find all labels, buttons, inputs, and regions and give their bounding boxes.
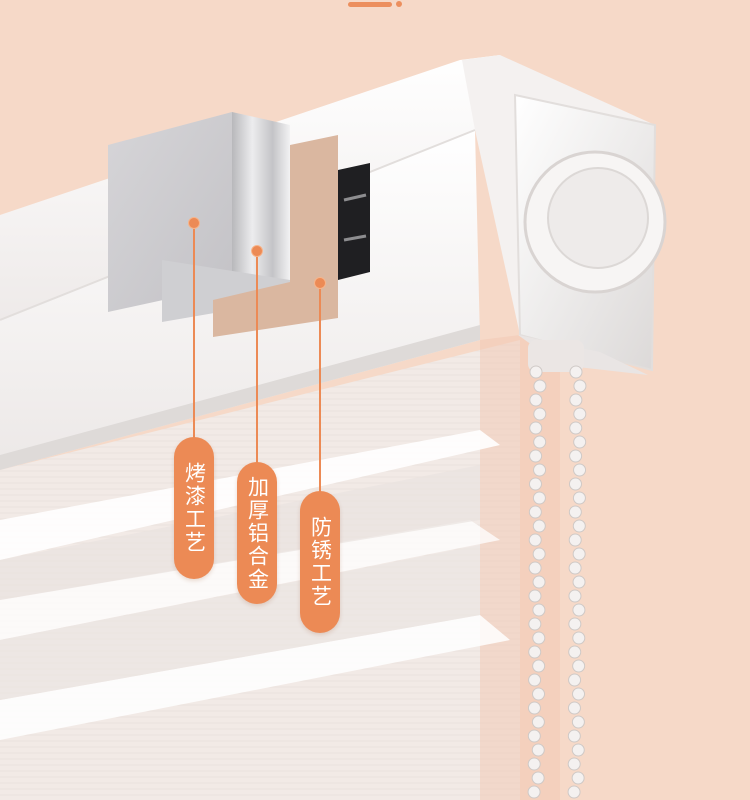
chain-bead — [571, 771, 585, 785]
chain-bead — [527, 701, 541, 715]
lead-dot-anti-rust — [314, 277, 326, 289]
chain-bead — [568, 617, 582, 631]
chain-bead — [532, 631, 546, 645]
chain-bead — [527, 785, 541, 799]
chain-bead — [573, 463, 587, 477]
chain-bead — [528, 477, 542, 491]
chain-bead — [572, 659, 586, 673]
chain-bead — [567, 701, 581, 715]
chain-bead — [532, 687, 546, 701]
chain-bead — [529, 393, 543, 407]
chain-bead — [572, 575, 586, 589]
chain-bead — [572, 547, 586, 561]
lead-dot-thick-aluminum — [251, 245, 263, 257]
chain-bead — [529, 421, 543, 435]
chain-bead — [527, 757, 541, 771]
label-thick-aluminum: 加厚铝合金 — [237, 462, 277, 604]
chain-bead — [532, 575, 546, 589]
lead-dot-baking-paint — [188, 217, 200, 229]
chain-bead — [532, 659, 546, 673]
label-thick-aluminum-text: 加厚铝合金 — [245, 475, 270, 591]
chain-bead — [572, 603, 586, 617]
chain-bead — [571, 743, 585, 757]
chain-bead — [572, 687, 586, 701]
chain-bead — [569, 421, 583, 435]
chain-bead — [533, 435, 547, 449]
chain-bead — [568, 533, 582, 547]
chain-bead — [528, 617, 542, 631]
header-dash-decoration — [348, 2, 392, 7]
chain-bead — [568, 589, 582, 603]
chain-bead — [568, 561, 582, 575]
chain-bead — [567, 729, 581, 743]
chain-bead — [528, 505, 542, 519]
chain-bead — [568, 505, 582, 519]
chain-bead — [568, 645, 582, 659]
chain-bead — [533, 463, 547, 477]
chain-bead — [568, 673, 582, 687]
chain-bead — [567, 757, 581, 771]
chain-bead — [569, 449, 583, 463]
chain-bead — [528, 561, 542, 575]
chain-bead — [531, 715, 545, 729]
cross-section-layers-icon — [108, 112, 370, 337]
lead-line-baking-paint — [193, 222, 195, 442]
chain-bead — [529, 449, 543, 463]
chain-bead — [571, 715, 585, 729]
chain-bead — [528, 673, 542, 687]
label-baking-paint: 烤漆工艺 — [174, 437, 214, 579]
chain-bead — [528, 645, 542, 659]
chain-bead — [532, 519, 546, 533]
chain-bead — [531, 771, 545, 785]
chain-bead — [573, 435, 587, 449]
label-anti-rust-text: 防锈工艺 — [308, 516, 333, 608]
chain-bead — [572, 519, 586, 533]
chain-bead — [573, 379, 587, 393]
label-anti-rust: 防锈工艺 — [300, 491, 340, 633]
chain-bead — [527, 729, 541, 743]
chain-bead — [529, 365, 543, 379]
end-cap — [462, 55, 667, 375]
chain-bead — [533, 407, 547, 421]
lead-line-thick-aluminum — [256, 250, 258, 465]
header-dot-decoration — [396, 1, 402, 7]
chain-bead — [569, 365, 583, 379]
chain-bead — [569, 393, 583, 407]
chain-bead — [568, 477, 582, 491]
chain-bead — [528, 533, 542, 547]
chain-bead — [573, 407, 587, 421]
chain-bead — [567, 785, 581, 799]
label-baking-paint-text: 烤漆工艺 — [182, 462, 207, 554]
chain-bead — [533, 379, 547, 393]
chain-bead — [531, 743, 545, 757]
chain-bead — [532, 491, 546, 505]
chain-bead — [532, 603, 546, 617]
chain-bead — [532, 547, 546, 561]
chain-bead — [572, 491, 586, 505]
lead-line-anti-rust — [319, 282, 321, 495]
chain-bead — [572, 631, 586, 645]
bead-chain-icon — [527, 340, 587, 799]
chain-bead — [528, 589, 542, 603]
